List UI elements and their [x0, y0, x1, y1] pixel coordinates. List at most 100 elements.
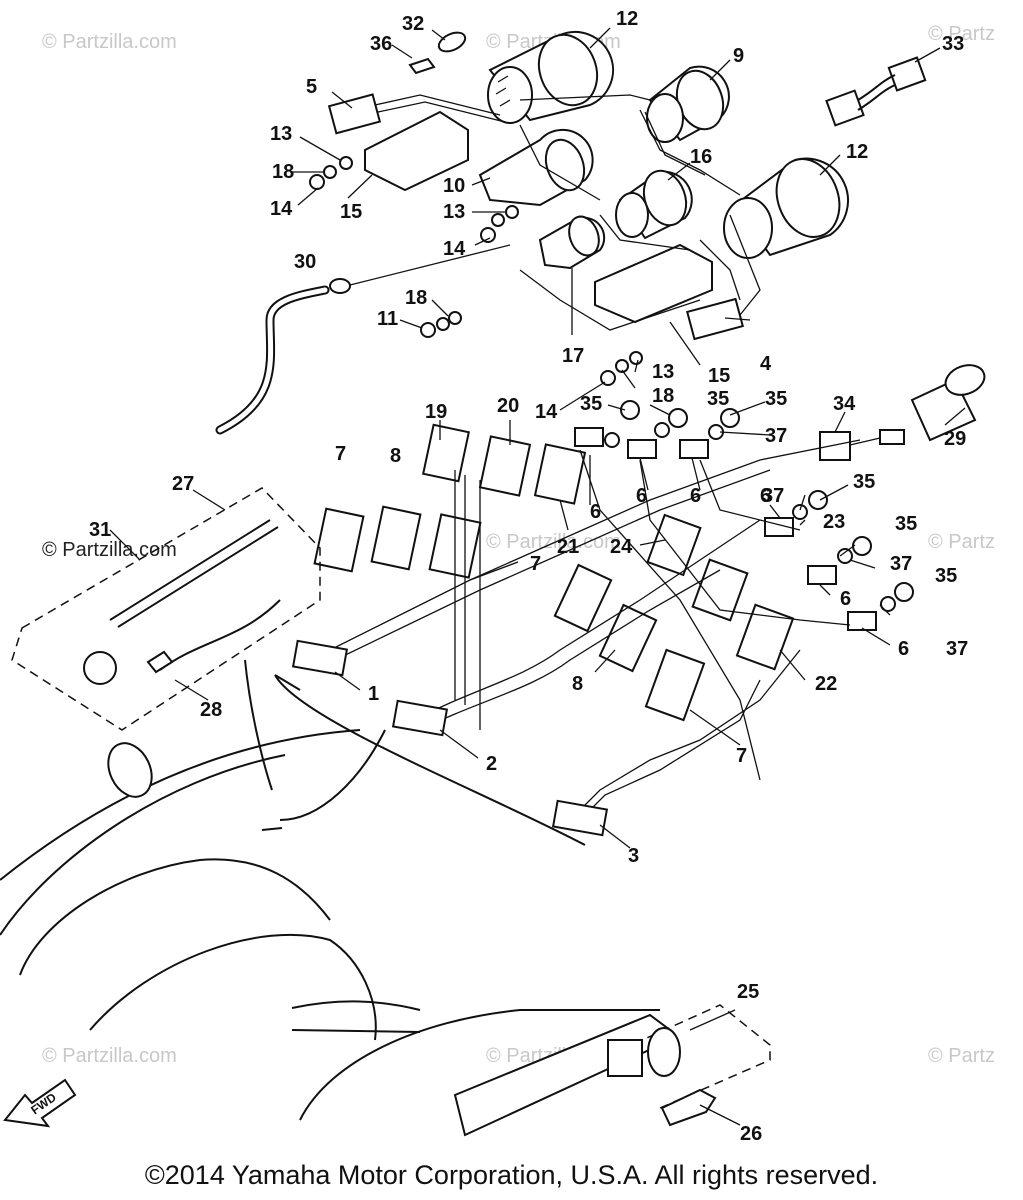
connector-4	[686, 297, 744, 341]
callout-17: 17	[562, 345, 584, 367]
callout-18: 18	[405, 287, 427, 309]
callout-33: 33	[942, 33, 964, 55]
callout-6: 6	[760, 485, 771, 507]
callout-7: 7	[530, 553, 541, 575]
callout-34: 34	[833, 393, 856, 415]
watermark: © Partz	[928, 1045, 995, 1067]
watermark: © Partzilla.com	[42, 31, 177, 53]
switches	[313, 423, 795, 722]
callout-6: 6	[898, 638, 909, 660]
connector-33	[825, 56, 927, 127]
meter-harness	[374, 94, 761, 331]
hardware-nuts-washers	[309, 31, 643, 386]
connector-3	[551, 799, 609, 837]
connector-1	[291, 639, 349, 677]
watermark: © Partzilla.com	[486, 531, 621, 553]
key-switch-25	[607, 1039, 643, 1077]
callout-5: 5	[306, 76, 317, 98]
callout-37: 37	[946, 638, 968, 660]
callout-9: 9	[733, 45, 744, 67]
callout-18: 18	[272, 161, 294, 183]
bracket-15-right	[594, 243, 713, 324]
meter-16	[615, 169, 693, 240]
kit-27-box	[11, 487, 321, 731]
main-harness	[329, 439, 861, 831]
key-26	[660, 1088, 717, 1127]
buzzer-29	[910, 364, 986, 442]
fwd-arrow: FWD	[3, 1078, 77, 1128]
callout-22: 22	[815, 673, 837, 695]
wire-31	[109, 519, 279, 628]
callout-35: 35	[895, 513, 917, 535]
hull-outline	[0, 729, 660, 1121]
callout-14: 14	[270, 198, 293, 220]
callout-6: 6	[840, 588, 851, 610]
callout-37: 37	[762, 485, 784, 507]
callout-10: 10	[443, 175, 465, 197]
connectors-6	[574, 427, 877, 631]
callout-labels: 1 2 3 4 5 6 6 6 6 6 6 7 7 7 8 8 9 10 11 …	[89, 8, 968, 1145]
meter-bracket-17	[538, 215, 606, 270]
callout-8: 8	[572, 673, 583, 695]
relay-34	[819, 431, 851, 461]
callout-36: 36	[370, 33, 392, 55]
meter-9	[646, 65, 730, 143]
callout-6: 6	[636, 485, 647, 507]
meter-bracket-10	[478, 128, 594, 207]
callout-27: 27	[172, 473, 194, 495]
callout-21: 21	[557, 536, 579, 558]
callout-13: 13	[652, 361, 674, 383]
callout-15: 15	[340, 201, 362, 223]
callout-23: 23	[823, 511, 845, 533]
callout-26: 26	[740, 1123, 762, 1145]
callout-30: 30	[294, 251, 316, 273]
callout-6: 6	[590, 501, 601, 523]
callout-35: 35	[853, 471, 875, 493]
connector-2	[391, 699, 449, 737]
callout-12: 12	[616, 8, 638, 30]
leader-lines	[109, 27, 966, 1126]
callout-14: 14	[535, 401, 558, 423]
callout-3: 3	[628, 845, 639, 867]
callout-1: 1	[368, 683, 379, 705]
watermark: © Partzilla.com	[42, 539, 177, 561]
callout-19: 19	[425, 401, 447, 423]
callout-18: 18	[652, 385, 674, 407]
watermark: © Partz	[928, 531, 995, 553]
callout-16: 16	[690, 146, 712, 168]
callout-7: 7	[335, 443, 346, 465]
callout-7: 7	[736, 745, 747, 767]
callout-20: 20	[497, 395, 519, 417]
mirror	[107, 742, 153, 798]
callout-35: 35	[580, 393, 602, 415]
connector-5	[327, 93, 382, 135]
connector-34	[879, 429, 905, 445]
grommets	[604, 400, 914, 612]
callout-12: 12	[846, 141, 868, 163]
callout-32: 32	[402, 13, 424, 35]
callout-31: 31	[89, 519, 111, 541]
meter-12-top	[487, 30, 615, 124]
callout-37: 37	[765, 425, 787, 447]
callout-13: 13	[270, 123, 292, 145]
callout-35: 35	[707, 388, 729, 410]
watermark: © Partz	[928, 23, 995, 45]
bracket-15-top	[364, 110, 469, 192]
callout-35: 35	[935, 565, 957, 587]
callout-4: 4	[760, 353, 772, 375]
panel-outline	[274, 674, 586, 846]
callout-29: 29	[944, 428, 966, 450]
callout-35: 35	[765, 388, 787, 410]
copyright-notice: ©2014 Yamaha Motor Corporation, U.S.A. A…	[144, 1160, 879, 1190]
callout-28: 28	[200, 699, 222, 721]
meter-12-right	[723, 157, 849, 259]
callout-14: 14	[443, 238, 466, 260]
callout-25: 25	[737, 981, 759, 1003]
watermark: © Partzilla.com	[42, 1045, 177, 1067]
callout-11: 11	[377, 308, 398, 330]
callout-2: 2	[486, 753, 497, 775]
callout-6: 6	[690, 485, 701, 507]
callout-13: 13	[443, 201, 465, 223]
lanyard-28	[159, 599, 281, 671]
